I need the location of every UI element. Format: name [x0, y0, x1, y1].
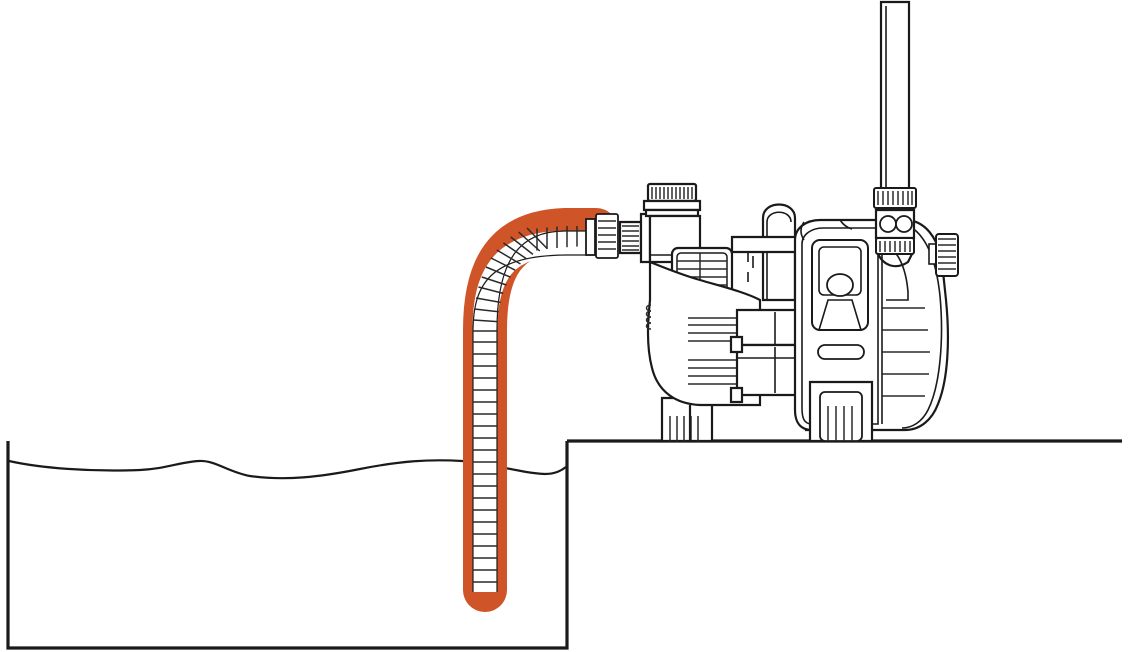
motor-housing: [793, 218, 949, 443]
drain-screw: [645, 304, 652, 330]
priming-chamber: [642, 182, 702, 264]
volute-body: [645, 260, 762, 441]
adjustment-knob[interactable]: [928, 233, 959, 277]
pump-assembly: [618, 0, 959, 443]
hose-ribs-bend: [473, 227, 548, 323]
hose-ribs-vertical: [473, 330, 497, 583]
hose-ribs-horizontal: [536, 226, 578, 251]
hose-coupling-nut: [585, 213, 619, 259]
suction-hose: [463, 208, 619, 612]
outlet-pipe-assembly: [873, 0, 917, 268]
water-tank: [6, 441, 569, 650]
hose-core-rail-inner: [472, 254, 596, 592]
tank-outline: [6, 441, 569, 650]
pump-inlet-port: [618, 212, 652, 264]
water-surface-line: [8, 459, 567, 480]
